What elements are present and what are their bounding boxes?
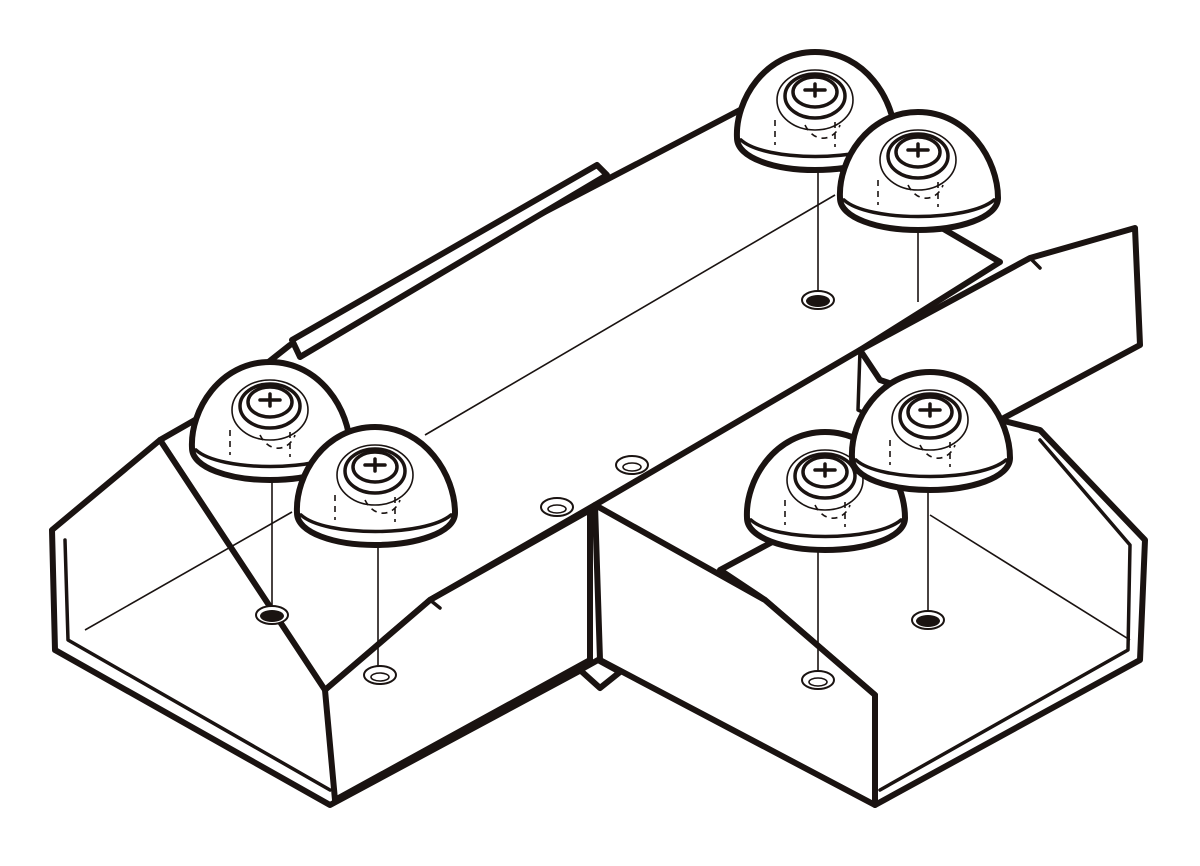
mounting-hole-icon [255, 605, 289, 625]
mounting-hole-icon [363, 665, 397, 685]
mounting-hole-icon [615, 455, 649, 475]
screw-washer-icon [293, 424, 458, 548]
screw-washer-icon [836, 109, 1001, 233]
mounting-hole-icon [911, 610, 945, 630]
mounting-hole-icon [801, 670, 835, 690]
left-flap [322, 507, 593, 803]
center-flap [592, 502, 878, 808]
mounting-hole-icon [801, 290, 835, 310]
screw-washer-icon [848, 369, 1013, 493]
mounting-hole-icon [540, 497, 574, 517]
